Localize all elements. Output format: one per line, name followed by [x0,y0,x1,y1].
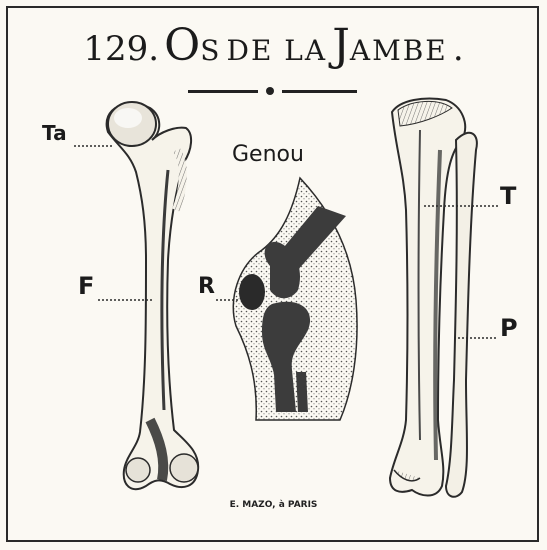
label-genou: Genou [232,142,304,167]
label-r: R [198,274,215,299]
label-ta: Ta [42,121,67,145]
femur-drawing [107,102,199,489]
label-t: T [500,182,516,210]
label-f: F [78,272,94,300]
knee-section-drawing [233,178,357,420]
label-p: P [500,314,518,342]
publisher-credit: E. MAZO, à PARIS [0,500,547,510]
tibia-fibula-drawing [390,99,477,497]
